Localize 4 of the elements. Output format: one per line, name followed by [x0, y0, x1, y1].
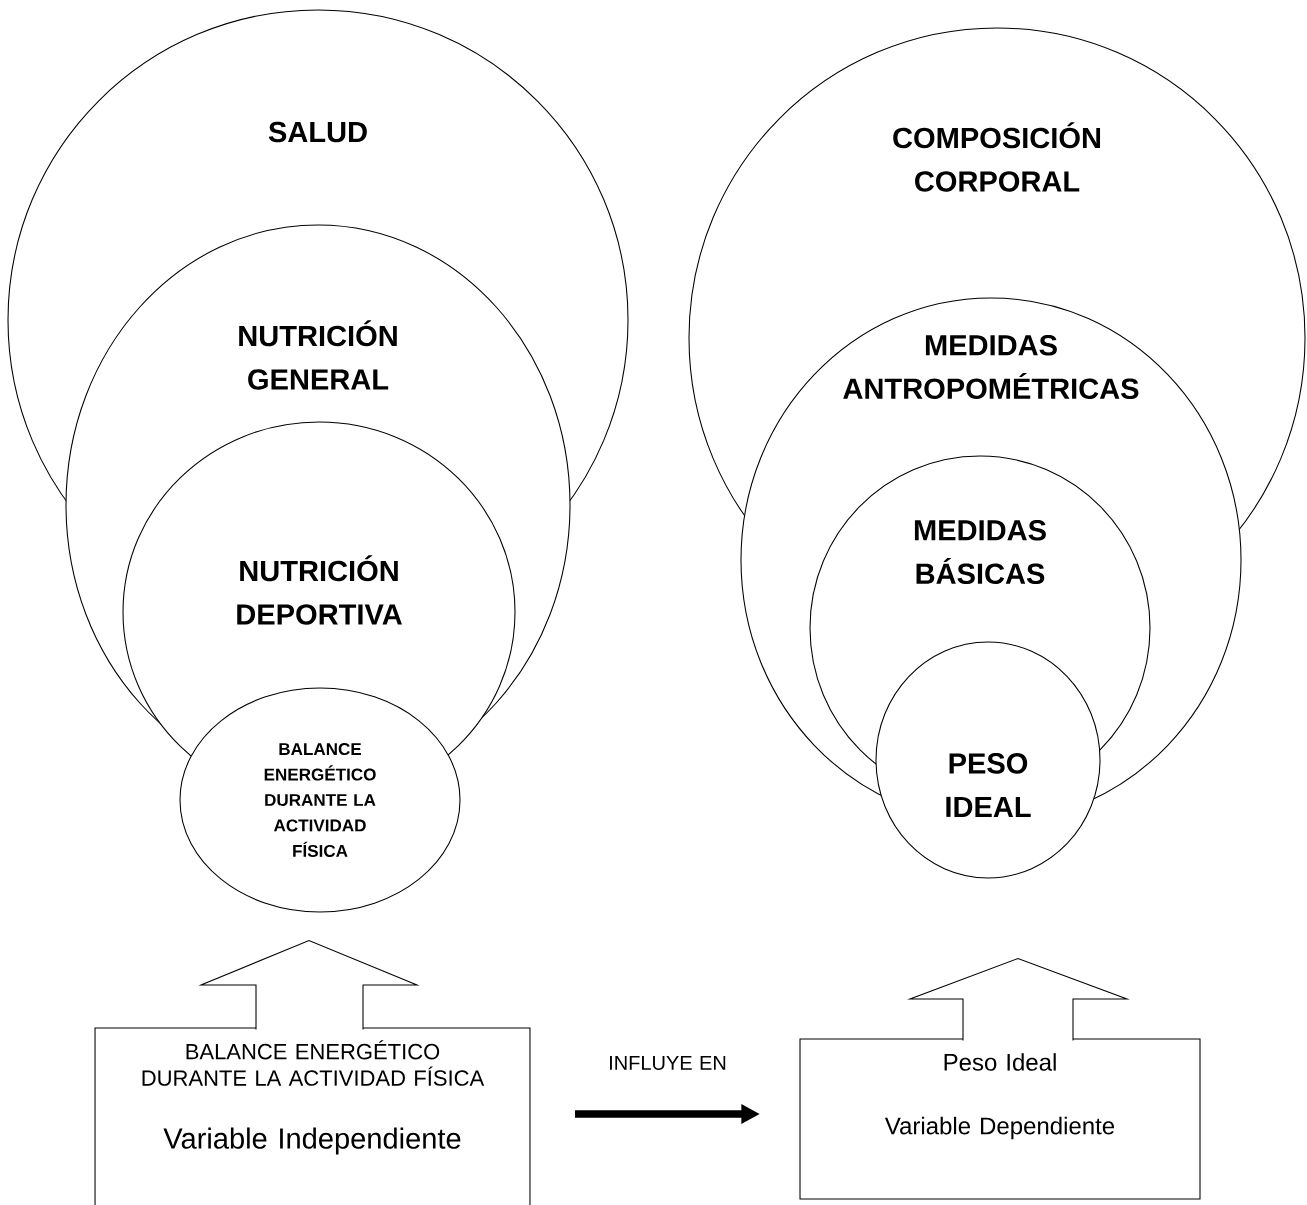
text-box: Peso Ideal Variable Dependiente [799, 1038, 1201, 1200]
block-arrow [198, 939, 420, 1031]
edge-label: INFLUYE EN [605, 1053, 730, 1073]
block-arrow [907, 957, 1130, 1042]
